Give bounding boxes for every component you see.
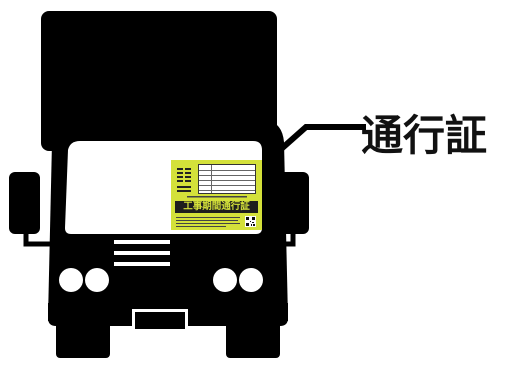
right-mirror: [278, 172, 309, 234]
permit-callout-label: 通行証: [361, 111, 488, 160]
permit-form-table: [198, 164, 256, 194]
qr-code-icon: [245, 216, 256, 227]
permit-fineprint: [176, 217, 240, 227]
permit-form-row: [199, 190, 255, 191]
headlight-right-outer: [239, 268, 263, 292]
permit-logo-text: [176, 166, 196, 194]
permit-title: 工事期間通行証: [175, 201, 258, 213]
wheel-left: [56, 318, 110, 358]
headlight-left-outer: [59, 268, 83, 292]
grille-slat: [114, 251, 170, 255]
permit-subtitle: [171, 195, 262, 200]
permit-form-row: [199, 185, 255, 186]
truck-cargo-box: [41, 11, 277, 151]
callout-leader-line: [242, 124, 366, 185]
wheel-right: [226, 318, 280, 358]
headlight-right-inner: [213, 268, 237, 292]
grille-slat: [114, 262, 170, 266]
right-mirror-arm: [286, 234, 296, 247]
permit-sticker: 工事期間通行証: [171, 160, 262, 230]
permit-logo-icon: [177, 168, 191, 192]
headlight-left-inner: [85, 268, 109, 292]
permit-form-divider: [211, 165, 212, 193]
permit-subtitle-fineprint: [186, 196, 247, 198]
permit-form-row: [199, 175, 255, 176]
left-mirror: [9, 172, 40, 234]
permit-notes: [176, 216, 242, 228]
grille-slat: [114, 240, 170, 244]
permit-form-row: [199, 180, 255, 181]
license-plate-inner: [135, 312, 185, 329]
permit-form-row: [199, 170, 255, 171]
left-mirror-arm: [23, 234, 50, 247]
